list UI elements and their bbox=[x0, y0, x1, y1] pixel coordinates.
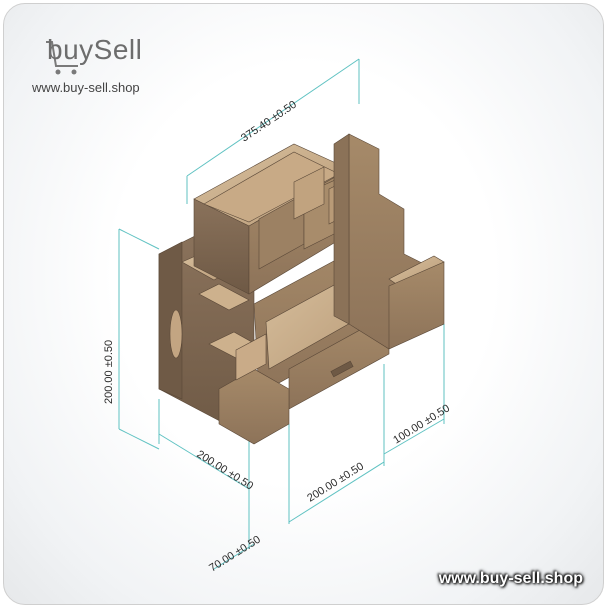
dim-right-depth: 100.00 ±0.50 bbox=[391, 402, 452, 446]
watermark: www.buy-sell.shop bbox=[438, 570, 583, 587]
buysell-logo bbox=[44, 34, 154, 84]
image-frame: buySell www.buy-sell.shop bbox=[3, 3, 604, 605]
logo-text: buySell bbox=[47, 34, 143, 65]
dim-height-left: 200.00 ±0.50 bbox=[103, 340, 115, 404]
dim-depth-left: 200.00 ±0.50 bbox=[194, 448, 255, 492]
dimension-lines bbox=[118, 58, 445, 570]
model-drawing: 375.40 ±0.50 200.00 ±0.50 200.00 ±0.50 2… bbox=[103, 58, 452, 575]
cart-icon bbox=[46, 41, 78, 75]
site-url: www.buy-sell.shop bbox=[32, 80, 140, 95]
dim-front-width: 200.00 ±0.50 bbox=[305, 460, 366, 504]
organizer-model bbox=[158, 133, 445, 445]
dim-bottom-small: 70.00 ±0.50 bbox=[207, 534, 263, 575]
dim-width-top: 375.40 ±0.50 bbox=[239, 99, 299, 145]
